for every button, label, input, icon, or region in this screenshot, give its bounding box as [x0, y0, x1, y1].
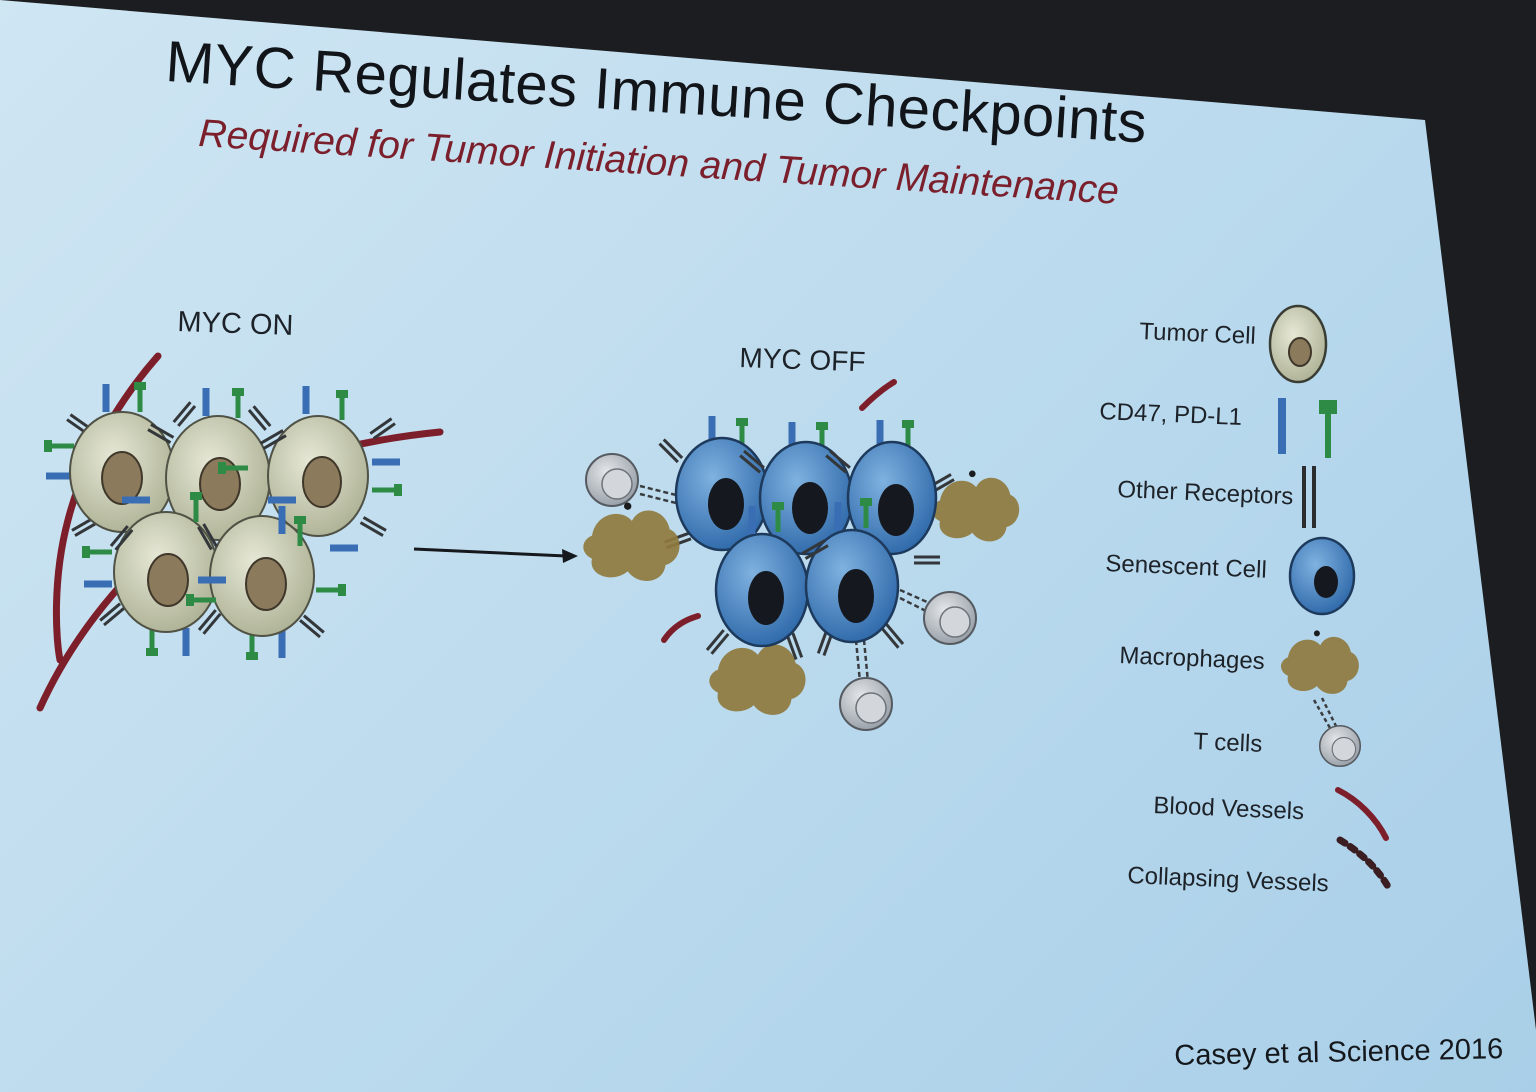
- myc-on-cluster: [36, 352, 444, 712]
- blood-vessel: [52, 352, 162, 664]
- macrophage-icon: [1280, 630, 1359, 694]
- macrophage: [932, 470, 1020, 542]
- tumor-cell: [209, 515, 315, 637]
- macrophage: [583, 502, 680, 581]
- legend-label-t-cells: T cells: [1192, 728, 1263, 758]
- senescent-cell: [758, 440, 854, 556]
- tumor-cell: [267, 415, 369, 537]
- tumor-cell: [165, 415, 271, 541]
- t-cell: [899, 588, 977, 645]
- senescent-cell-icon: [1288, 536, 1356, 616]
- collapsing-vessel-icon: [1336, 836, 1394, 894]
- senescent-cell: [846, 440, 938, 556]
- t-cell: [585, 453, 681, 507]
- collapsing-vessel: [859, 379, 897, 411]
- citation: Casey et al Science 2016: [1174, 1033, 1504, 1072]
- transition-arrow: [413, 547, 578, 563]
- t-cell: [839, 639, 893, 731]
- senescent-cell: [804, 528, 900, 644]
- myc-off-cluster: [583, 379, 1020, 731]
- tumor-cell-icon: [1268, 304, 1328, 384]
- senescent-cell: [674, 436, 770, 552]
- myc-on-label: MYC ON: [176, 306, 294, 343]
- blood-vessel-icon: [1335, 787, 1389, 841]
- tumor-cell: [113, 511, 219, 633]
- other-receptors-icon: [1302, 466, 1316, 528]
- legend-icons: [1268, 304, 1394, 894]
- legend-label-tumor-cell: Tumor Cell: [1138, 318, 1257, 350]
- legend-label-cd47-pdl1: CD47, PD-L1: [1098, 398, 1243, 431]
- cd47-pdl1-icon: [1278, 398, 1337, 458]
- senescent-cell: [714, 532, 810, 648]
- myc-off-label: MYC OFF: [738, 342, 866, 378]
- collapsing-vessel: [661, 613, 701, 643]
- t-cell-icon: [1312, 697, 1362, 768]
